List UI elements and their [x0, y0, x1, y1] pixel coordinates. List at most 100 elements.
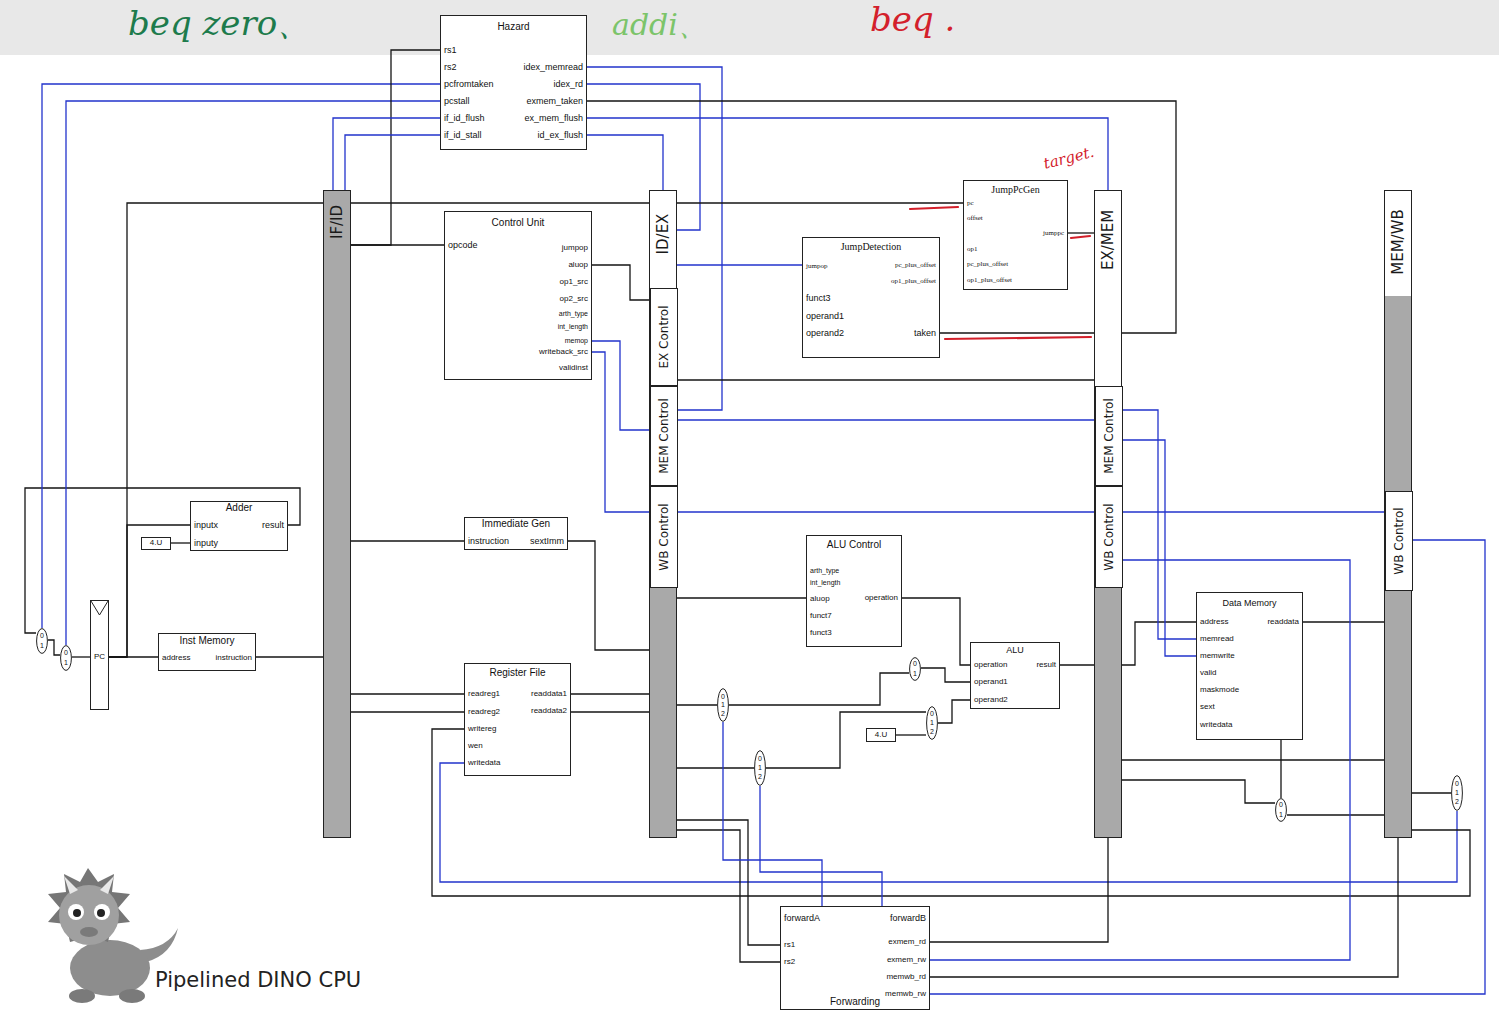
signal-wire — [677, 202, 963, 203]
signal-wire — [1123, 440, 1196, 656]
dino-pupil — [73, 909, 81, 917]
signal-wire — [723, 722, 822, 906]
port-label: jumpop — [806, 263, 827, 270]
value-label: 2 — [758, 773, 762, 780]
port-label: writedata — [1200, 721, 1232, 729]
red-underline — [1071, 236, 1090, 238]
port-label: jumpop — [562, 244, 588, 252]
dino-eye — [68, 904, 84, 920]
stage-label: MEM/WB — [1391, 209, 1406, 275]
hardware-block: ALU Controlarth_typeint_lengthaluopfunct… — [806, 535, 902, 647]
port-label: pc — [967, 200, 974, 207]
control-field: WB Control — [1385, 491, 1413, 591]
pipeline-register: ID/EXEX ControlMEM ControlWB Control — [649, 190, 677, 838]
block-title: JumpDetection — [841, 242, 902, 252]
dino-pupil — [97, 909, 105, 917]
signal-wire — [1303, 621, 1384, 622]
mux-oval: 012 — [1451, 775, 1463, 811]
mux-oval: 01 — [909, 657, 921, 681]
port-label: taken — [914, 329, 936, 338]
signal-wire — [678, 419, 1095, 420]
signal-wire — [345, 135, 440, 190]
port-label: arth_type — [559, 310, 588, 317]
block-title: Register File — [489, 668, 545, 678]
hardware-block: Register Filereadreg1readreg2writeregwen… — [464, 663, 571, 776]
handwritten-note: addi、 — [612, 10, 708, 40]
hardware-block: ALUoperationoperand1operand2result — [970, 642, 1060, 709]
signal-wire — [351, 202, 649, 203]
port-label: memwb_rd — [886, 973, 926, 981]
value-label: 4.U — [875, 731, 887, 739]
signal-wire — [592, 341, 650, 430]
caption: Pipelined DINO CPU — [155, 968, 361, 992]
port-label: if_id_flush — [444, 114, 485, 123]
clock-triangle — [91, 601, 108, 615]
port-label: readdata2 — [531, 707, 567, 715]
hardware-block: Immediate GeninstructionsextImm — [464, 517, 568, 550]
stage-label: IF/ID — [330, 205, 345, 239]
port-label: address — [162, 654, 190, 662]
value-label: PC — [94, 653, 105, 661]
dino-eye — [94, 904, 110, 920]
stage-label: ID/EX — [656, 214, 671, 255]
port-label: offset — [967, 215, 983, 222]
port-label: operand2 — [806, 329, 844, 338]
port-label: pcfromtaken — [444, 80, 494, 89]
port-label: rs2 — [444, 63, 457, 72]
port-label: rs1 — [784, 941, 795, 949]
signal-wire — [896, 734, 926, 735]
port-label: memwrite — [1200, 652, 1235, 660]
signal-wire — [171, 542, 190, 543]
value-label: 1 — [64, 659, 68, 666]
port-label: funct3 — [806, 294, 831, 303]
port-label: inputx — [194, 521, 218, 530]
block-title: JumpPcGen — [991, 185, 1039, 195]
mux-oval: 01 — [36, 628, 48, 654]
signal-wire — [351, 50, 440, 245]
signal-wire — [592, 352, 650, 512]
signal-wire — [677, 704, 717, 705]
signal-wire — [351, 711, 464, 712]
port-label: result — [1036, 661, 1056, 669]
constant-box: 4.U — [866, 728, 896, 742]
constant-box: 4.U — [141, 537, 171, 550]
value-label: 0 — [40, 632, 44, 639]
port-label: aluop — [568, 261, 588, 269]
signal-wire — [677, 264, 802, 265]
signal-wire — [677, 830, 780, 962]
port-label: opcode — [448, 241, 478, 250]
port-label: memread — [1200, 635, 1234, 643]
stage-label: EX/MEM — [1101, 210, 1116, 270]
port-label: writereg — [468, 725, 496, 733]
hardware-block: Control Unitopcodejumpopaluopop1_srcop2_… — [444, 211, 592, 380]
port-label: exmem_rd — [888, 938, 926, 946]
block-title: Data Memory — [1222, 599, 1276, 608]
value-label: 1 — [1455, 789, 1459, 796]
signal-wire — [1060, 664, 1094, 665]
control-field: MEM Control — [650, 386, 678, 486]
port-label: readreg1 — [468, 690, 500, 698]
port-label: op1_src — [560, 278, 588, 286]
block-title: ALU — [1006, 646, 1024, 655]
stage-label: WB Control — [1103, 503, 1115, 570]
mux-outline — [910, 658, 921, 681]
signal-wire — [256, 656, 323, 657]
signal-wire — [440, 763, 1457, 882]
port-label: readreg2 — [468, 708, 500, 716]
signal-wire — [677, 379, 1094, 380]
red-underline — [945, 337, 1091, 339]
port-label: operand2 — [974, 696, 1008, 704]
mux-outline — [1452, 776, 1463, 811]
signal-wire — [921, 668, 970, 682]
value-label: 2 — [1455, 798, 1459, 805]
port-label: idex_memread — [523, 63, 583, 72]
value-label: 1 — [913, 670, 917, 677]
handwritten-note: beq zero、 — [128, 6, 311, 40]
signal-wire — [766, 712, 926, 768]
signal-wire — [351, 540, 464, 541]
port-label: writeback_src — [539, 348, 588, 356]
value-label: 1 — [721, 701, 725, 708]
port-label: instruction — [468, 537, 509, 546]
port-label: memwb_rw — [885, 990, 926, 998]
block-title: Immediate Gen — [482, 519, 550, 529]
